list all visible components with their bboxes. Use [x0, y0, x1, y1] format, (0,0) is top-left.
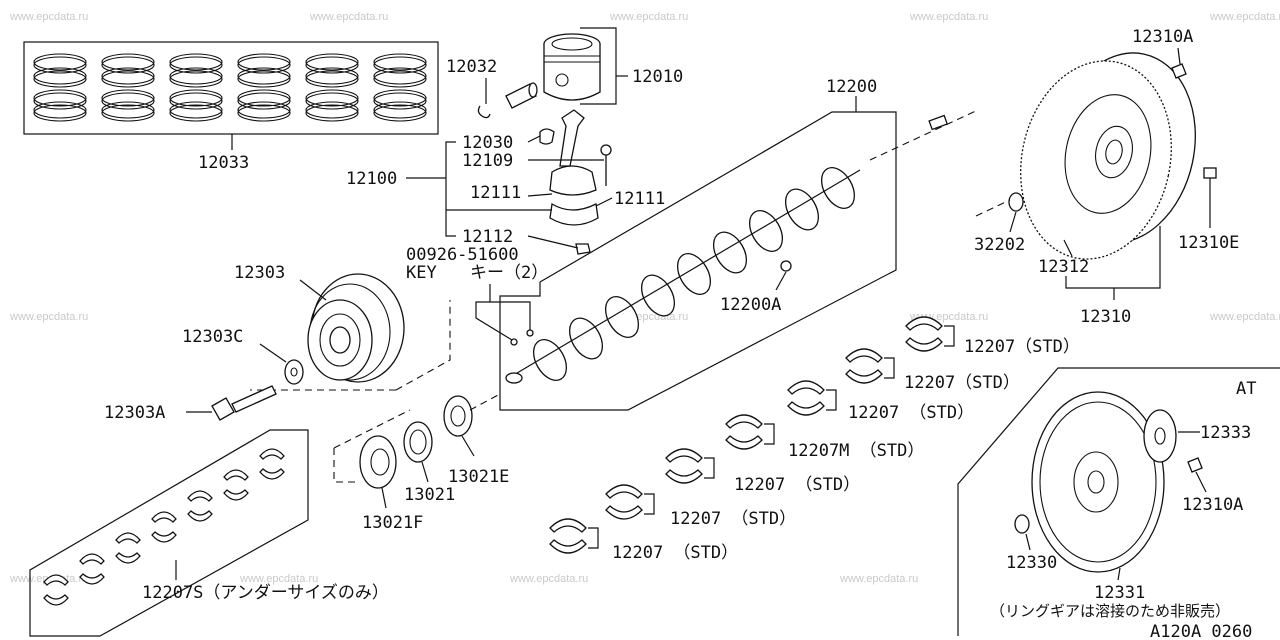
key-label-en: KEY	[406, 263, 437, 283]
part-label-12111-left[interactable]: 12111	[470, 183, 521, 203]
pulley-washer-bolt: 12303C 12303A	[104, 327, 304, 423]
undersize-bearings-group: 12207S（アンダーサイズのみ）	[29, 429, 389, 637]
main-bearing-shell-pair	[665, 448, 715, 484]
undersize-bearing-shell	[115, 532, 141, 564]
crank-web	[784, 188, 820, 231]
crank-web	[604, 296, 640, 338]
undersize-bearing-shell	[259, 448, 285, 480]
part-label-12111-right[interactable]: 12111	[614, 189, 665, 209]
part-label-12030[interactable]: 12030	[462, 133, 513, 153]
bearing-label-2[interactable]: 12207（STD）	[904, 373, 1020, 393]
piston-rings-group: 12033	[23, 41, 439, 173]
part-label-12033[interactable]: 12033	[198, 153, 249, 173]
main-bearing-shell-pair	[725, 414, 775, 450]
bearing-label-4[interactable]: 12207M （STD）	[788, 441, 924, 461]
ring-gear-note: （リングギアは溶接のため非販売）	[990, 602, 1230, 620]
part-label-12032[interactable]: 12032	[446, 57, 497, 77]
crank-web	[820, 167, 856, 209]
part-label-12303[interactable]: 12303	[234, 263, 285, 283]
part-label-12310A-at[interactable]: 12310A	[1182, 495, 1243, 515]
bearing-label-1[interactable]: 12207（STD）	[964, 337, 1080, 357]
part-label-12331[interactable]: 12331	[1094, 583, 1145, 603]
piston-ring-set	[169, 53, 223, 122]
crank-pulley: 12303	[234, 263, 451, 391]
main-bearing-shell-pair	[905, 316, 955, 352]
part-label-12100[interactable]: 12100	[346, 169, 397, 189]
piston-ring-set	[33, 53, 87, 122]
watermark: www.epcdata.ru	[609, 11, 688, 23]
part-label-12200A[interactable]: 12200A	[720, 295, 781, 315]
piston-ring-set	[237, 53, 291, 122]
main-bearing-shell-pair	[549, 518, 599, 554]
part-label-32202[interactable]: 32202	[974, 235, 1025, 255]
part-label-00926-51600[interactable]: 00926-51600	[406, 245, 519, 265]
crank-web	[676, 253, 712, 295]
part-label-12207S[interactable]: 12207S（アンダーサイズのみ）	[142, 583, 389, 603]
woodruff-key: 00926-51600 KEY キー（2）	[406, 245, 548, 346]
watermark: www.epcdata.ru	[9, 11, 88, 23]
watermark: www.epcdata.ru	[9, 311, 88, 323]
watermark: www.epcdata.ru	[839, 573, 918, 585]
bearing-label-5[interactable]: 12207 （STD）	[734, 475, 860, 495]
main-bearings-group: 12207（STD） 12207（STD） 12207 （STD） 12207M…	[549, 316, 1080, 563]
flywheel-group: 12310A 12310E 32202 12312 12310	[974, 27, 1239, 327]
watermark: www.epcdata.ru	[239, 573, 318, 585]
at-driveplate-group: AT 12333 12310A 12330 12331 （リングギアは溶接のため…	[957, 367, 1280, 636]
piston-ring-set	[101, 53, 155, 122]
main-bearing-shell-pair	[845, 348, 895, 384]
crank-web	[712, 231, 748, 274]
main-bearing-shell-pair	[605, 484, 655, 520]
part-label-13021F[interactable]: 13021F	[362, 513, 423, 533]
watermark: www.epcdata.ru	[1209, 11, 1280, 23]
part-label-12310E[interactable]: 12310E	[1178, 233, 1239, 253]
watermark: www.epcdata.ru	[309, 11, 388, 23]
crankshaft: 12200 12200A	[499, 77, 979, 411]
bearing-label-6[interactable]: 12207 （STD）	[670, 509, 796, 529]
piston-pin: 12032	[446, 57, 538, 119]
part-label-12330[interactable]: 12330	[1006, 553, 1057, 573]
watermark: www.epcdata.ru	[1209, 311, 1280, 323]
part-label-13021[interactable]: 13021	[404, 485, 455, 505]
part-label-12109[interactable]: 12109	[462, 151, 513, 171]
at-label: AT	[1236, 379, 1256, 399]
undersize-bearing-shell	[79, 553, 105, 585]
part-label-12333[interactable]: 12333	[1200, 423, 1251, 443]
diagram-code: A120A 0260	[1150, 622, 1252, 640]
bearing-label-3[interactable]: 12207 （STD）	[848, 403, 974, 423]
watermark: www.epcdata.ru	[909, 11, 988, 23]
undersize-bearings-frame	[29, 429, 309, 637]
crank-web	[532, 339, 568, 381]
part-label-12112[interactable]: 12112	[462, 227, 513, 247]
bearing-label-7[interactable]: 12207 （STD）	[612, 543, 738, 563]
crank-web	[748, 210, 784, 252]
part-label-12303A[interactable]: 12303A	[104, 403, 165, 423]
piston: 12010	[543, 27, 683, 105]
watermark: www.epcdata.ru	[509, 573, 588, 585]
part-label-13021E[interactable]: 13021E	[448, 467, 509, 487]
undersize-bearing-shell	[151, 511, 177, 543]
part-label-12303C[interactable]: 12303C	[182, 327, 243, 347]
part-label-12312[interactable]: 12312	[1038, 257, 1089, 277]
piston-rings-frame	[23, 41, 439, 135]
piston-ring-set	[373, 53, 427, 122]
undersize-bearing-shell	[43, 574, 69, 606]
undersize-bearing-shell	[223, 469, 249, 501]
main-bearing-shell-pair	[787, 380, 837, 416]
connecting-rod: 12030 12109 12100 12111 12111 12112	[346, 109, 665, 255]
crank-web	[568, 317, 604, 360]
key-label-jp: キー（2）	[470, 263, 548, 283]
undersize-bearing-shell	[187, 490, 213, 522]
part-label-12310[interactable]: 12310	[1080, 307, 1131, 327]
front-sprocket-group: 13021E 13021 13021F	[333, 393, 509, 533]
part-label-12010[interactable]: 12010	[632, 67, 683, 87]
part-label-12310A-top[interactable]: 12310A	[1132, 27, 1193, 47]
part-label-12200[interactable]: 12200	[826, 77, 877, 97]
piston-ring-set	[305, 53, 359, 122]
